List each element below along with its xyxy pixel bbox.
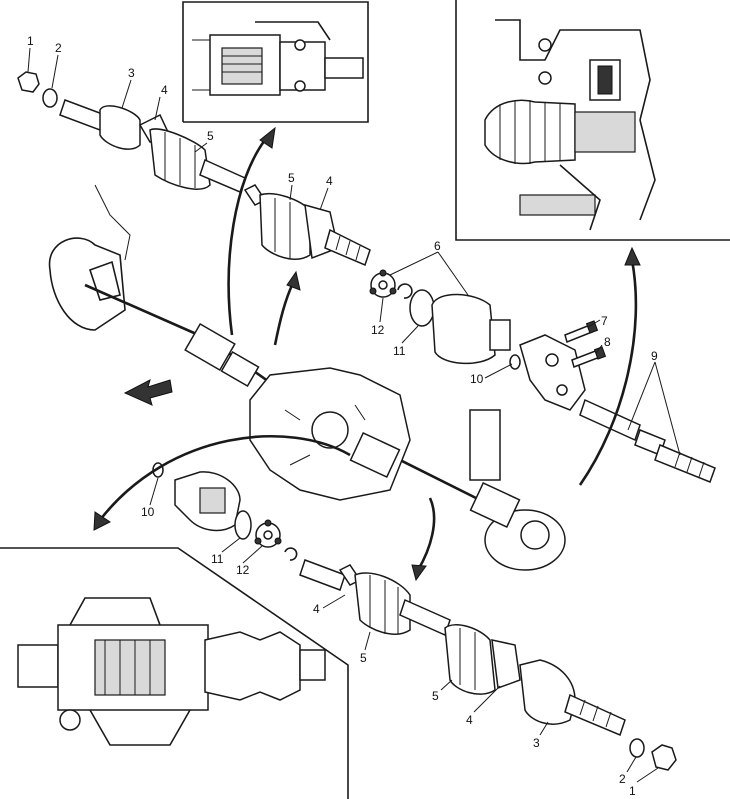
inset-bottom-left — [0, 547, 349, 799]
callout-9: 9 — [651, 349, 658, 363]
callouts: 1 2 3 4 5 5 4 6 12 11 10 7 8 9 10 11 12 … — [27, 34, 658, 798]
callout-4-top: 4 — [161, 83, 168, 97]
callout-12-top: 12 — [371, 323, 385, 337]
callout-11-bottom: 11 — [211, 552, 224, 566]
direction-arrows — [93, 126, 641, 582]
callout-5-lower: 5 — [360, 651, 367, 665]
forward-arrow-icon — [123, 379, 173, 406]
callout-1-top: 1 — [27, 34, 34, 48]
callout-5-top: 5 — [207, 129, 214, 143]
callout-10-bottom: 10 — [141, 505, 155, 519]
inset-top-right — [455, 0, 730, 241]
callout-4-mid: 4 — [326, 174, 333, 188]
callout-6: 6 — [434, 239, 441, 253]
callout-3-bottom: 3 — [533, 736, 540, 750]
inset-top-center — [182, 1, 369, 123]
callout-5-bottom: 5 — [432, 689, 439, 703]
nut-part-1 — [17, 71, 40, 93]
inner-housing-6 — [431, 293, 496, 365]
lower-shaft-parts — [152, 462, 677, 771]
vehicle-assembly-sketch — [48, 184, 566, 571]
ring-part-11 — [409, 289, 435, 327]
callout-7: 7 — [601, 314, 608, 328]
callout-11-top: 11 — [393, 344, 406, 358]
leader-lines — [27, 47, 681, 783]
callout-3-top: 3 — [128, 66, 135, 80]
washer-part-2 — [42, 88, 58, 108]
callout-10-top: 10 — [470, 372, 484, 386]
callout-4-bottom: 4 — [466, 713, 473, 727]
callout-2-bottom: 2 — [619, 772, 626, 786]
callout-12-bottom: 12 — [236, 563, 250, 577]
callout-2-top: 2 — [55, 41, 62, 55]
circlip-part-10 — [509, 354, 521, 370]
callout-4-lower: 4 — [313, 602, 320, 616]
upper-shaft-parts — [17, 71, 716, 483]
callout-8: 8 — [604, 335, 611, 349]
callout-5-mid: 5 — [288, 171, 295, 185]
callout-1-bottom: 1 — [629, 784, 636, 798]
